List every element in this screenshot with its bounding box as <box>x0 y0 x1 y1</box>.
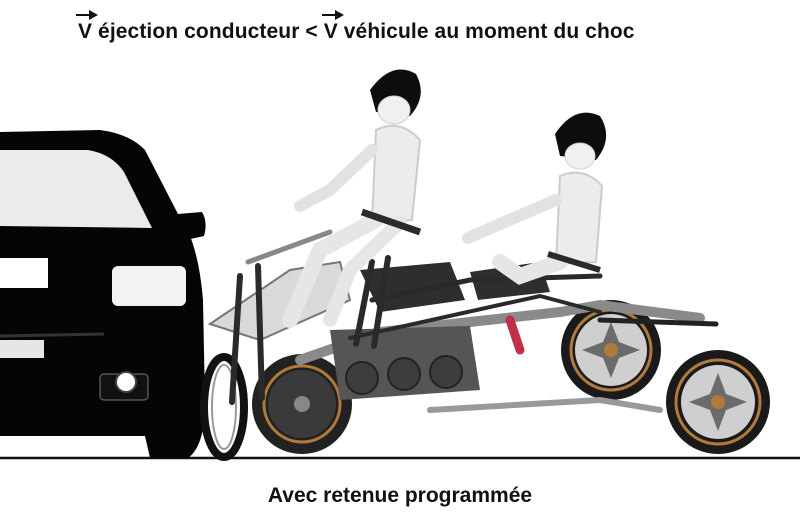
car-front <box>0 130 206 458</box>
motorbike-rear-wheel <box>252 354 352 454</box>
title-text-vehicle: véhicule au moment du choc <box>337 20 635 43</box>
dummy-driver-left <box>282 69 422 328</box>
velocity-vector-symbol: V <box>321 10 344 43</box>
dummy-driver-right <box>462 112 607 285</box>
title-text-ejection: éjection conducteur < <box>92 20 324 43</box>
motorbike-front-wheel <box>200 353 248 461</box>
velocity-vector-symbol: V <box>75 10 99 43</box>
trike-wheel-upper <box>561 300 661 400</box>
trike-wheel-lower <box>666 350 770 454</box>
diagram-caption: Avec retenue programmée <box>267 484 533 507</box>
diagram-title: V éjection conducteur < V véhicule au mo… <box>75 10 635 44</box>
